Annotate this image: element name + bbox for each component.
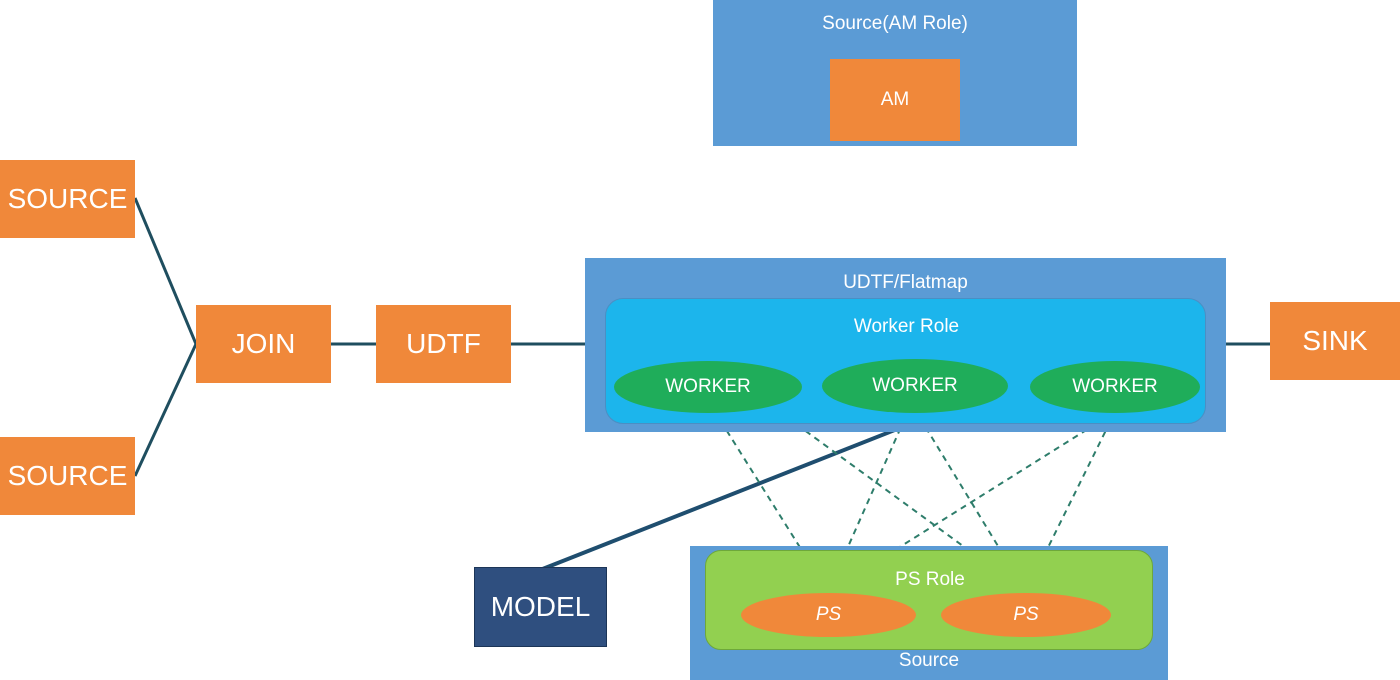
ps-role-container: PS Role PS PS [705, 550, 1153, 650]
join-node[interactable]: JOIN [196, 305, 331, 383]
worker-node-1[interactable]: WORKER [614, 361, 802, 413]
am-node[interactable]: AM [830, 59, 960, 141]
worker-node-2[interactable]: WORKER [822, 359, 1008, 413]
edge-model-worker [539, 420, 916, 572]
worker-role-label: Worker Role [853, 316, 960, 337]
udtf-node[interactable]: UDTF [376, 305, 511, 383]
ps-node-1[interactable]: PS [741, 593, 916, 637]
source-node-2[interactable]: SOURCE [0, 437, 135, 515]
model-node[interactable]: MODEL [474, 567, 607, 647]
edge-worker3-ps1 [827, 411, 1116, 593]
edge-source2-join [133, 343, 198, 477]
am-role-container: Source(AM Role) AM [713, 0, 1077, 146]
worker-role-container: Worker Role WORKER WORKER WORKER [605, 298, 1206, 424]
am-role-label: Source(AM Role) [822, 13, 968, 34]
flatmap-label: UDTF/Flatmap [843, 272, 968, 293]
flatmap-container: UDTF/Flatmap Worker Role WORKER WORKER W… [585, 258, 1226, 432]
ps-source-label: Source [898, 650, 960, 671]
sink-node[interactable]: SINK [1270, 302, 1400, 380]
source-node-1[interactable]: SOURCE [0, 160, 135, 238]
ps-source-container: PS Role PS PS Source [690, 546, 1168, 680]
worker-node-3[interactable]: WORKER [1030, 361, 1200, 413]
edge-source1-join [133, 197, 198, 345]
ps-role-label: PS Role [895, 569, 965, 590]
ps-node-2[interactable]: PS [941, 593, 1111, 637]
